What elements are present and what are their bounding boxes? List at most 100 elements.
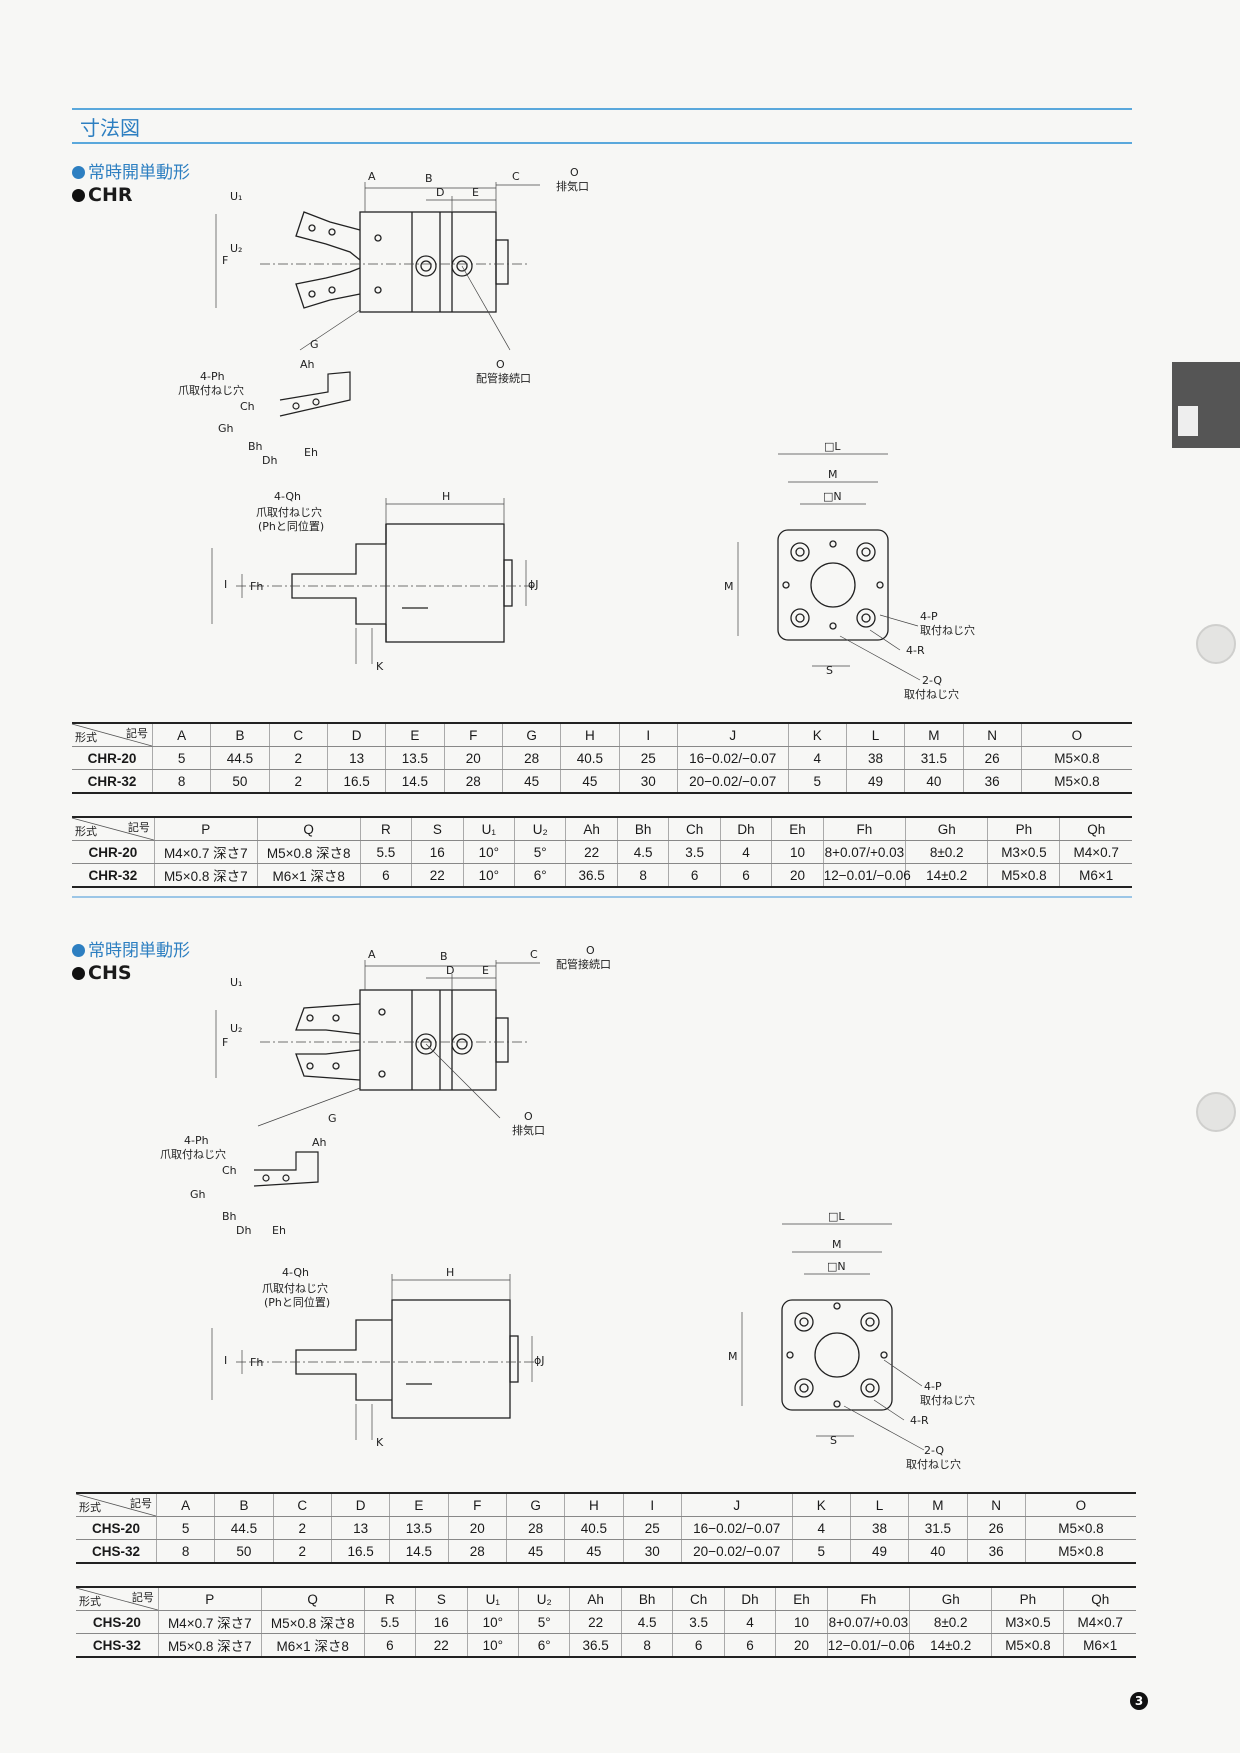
callout-qh-label: 4-Qh — [282, 1266, 309, 1279]
cell: 5 — [787, 769, 847, 794]
callout-q-label: 2-Q — [922, 674, 942, 687]
table-row: CHR-32 8 50 2 16.5 14.5 28 45 45 30 20−0… — [72, 769, 1132, 794]
dim-label-m-side: M — [724, 580, 734, 593]
table-corner: 記号 形式 — [71, 722, 153, 747]
cell: 16−0.02/−0.07 — [680, 1516, 793, 1540]
row-model: CHR-20 — [72, 840, 155, 864]
dim-label-b: B — [425, 172, 433, 185]
cell: 8 — [155, 1539, 215, 1564]
cell: 10° — [462, 863, 515, 888]
dim-label-l: □L — [828, 1210, 845, 1223]
col-a: A — [155, 1492, 215, 1517]
col-d: D — [326, 722, 386, 747]
binder-hole-bottom — [1196, 1092, 1236, 1132]
cell: 38 — [845, 746, 905, 770]
col-s: S — [411, 816, 464, 841]
corner-model: 形式 — [79, 1502, 101, 1514]
chs-side-drawing: A B D E C O 配管接続口 F U₁ U₂ G O 排気口 Ah 4-P… — [160, 944, 611, 1237]
cell: 16.5 — [330, 1539, 390, 1564]
dim-label-k: K — [376, 660, 384, 673]
bullet-blue — [72, 166, 85, 179]
col-p: P — [157, 1586, 262, 1611]
cell: 3.5 — [668, 840, 721, 864]
col-g: G — [505, 1492, 565, 1517]
col-qh: Qh — [1063, 1586, 1136, 1611]
col-gh: Gh — [905, 816, 988, 841]
dim-label-h: H — [442, 490, 450, 503]
cell: 10 — [771, 840, 824, 864]
col-b: B — [214, 1492, 274, 1517]
cell: 6 — [359, 863, 412, 888]
callout-ph-label: 4-Ph — [184, 1134, 209, 1147]
page-number: 3 — [1130, 1692, 1148, 1710]
col-ah: Ah — [565, 816, 618, 841]
dim-label-f: F — [222, 254, 228, 267]
cell: 8±0.2 — [909, 1610, 992, 1634]
dim-label-ah: Ah — [300, 358, 315, 371]
callout-r-label: 4-R — [906, 644, 925, 657]
dim-label-n: □N — [823, 490, 842, 503]
dim-label-dh: Dh — [236, 1224, 251, 1237]
col-c: C — [268, 722, 328, 747]
cell: 45 — [564, 1539, 624, 1564]
cell: 28 — [501, 746, 561, 770]
cell: 12−0.01/−0.06 — [822, 863, 911, 888]
cell: 20 — [771, 863, 824, 888]
cell: M3×0.5 — [987, 840, 1060, 864]
chr-side-drawing: A B D E C O 排気口 F U₁ U₂ G O 配管接続口 Ah 4-P… — [178, 166, 589, 467]
cell: 45 — [505, 1539, 565, 1564]
col-u2: U₂ — [513, 816, 566, 841]
cell: 13.5 — [385, 746, 445, 770]
cell: 6 — [723, 1633, 776, 1658]
cell: 16 — [415, 1610, 468, 1634]
col-f: F — [447, 1492, 507, 1517]
cell: 45 — [560, 769, 620, 794]
cell: 50 — [210, 769, 270, 794]
cell: 2 — [268, 746, 328, 770]
section-divider — [72, 896, 1132, 898]
col-eh: Eh — [771, 816, 824, 841]
col-e: E — [385, 722, 445, 747]
cell: 4 — [787, 746, 847, 770]
cell: 28 — [447, 1539, 507, 1564]
row-model: CHR-32 — [72, 863, 155, 888]
col-q: Q — [260, 1586, 365, 1611]
cell: 28 — [505, 1516, 565, 1540]
cell: 5 — [151, 746, 211, 770]
section2-subtitle: 常時閉単動形 — [72, 936, 190, 961]
corner-model: 形式 — [75, 732, 97, 744]
cell: 14.5 — [385, 769, 445, 794]
col-r: R — [363, 1586, 416, 1611]
col-e: E — [389, 1492, 449, 1517]
callout-pipe-port: 配管接続口 — [476, 371, 531, 385]
bullet-black — [72, 967, 85, 980]
cell: 38 — [849, 1516, 909, 1540]
cell: 10 — [775, 1610, 828, 1634]
cell: 22 — [565, 840, 618, 864]
corner-symbol: 記号 — [129, 1498, 152, 1510]
cell: 3.5 — [672, 1610, 725, 1634]
cell: M4×0.7 深さ7 — [157, 1610, 262, 1634]
table-corner: 記号 形式 — [71, 816, 155, 841]
cell: 30 — [622, 1539, 682, 1564]
table-corner: 記号 形式 — [75, 1586, 159, 1611]
col-ch: Ch — [672, 1586, 725, 1611]
callout-qh-note: (Phと同位置) — [264, 1295, 330, 1309]
cell: 25 — [618, 746, 678, 770]
col-u1: U₁ — [462, 816, 515, 841]
table-row: CHS-20 5 44.5 2 13 13.5 20 28 40.5 25 16… — [76, 1516, 1136, 1540]
cell: 40 — [908, 1539, 968, 1564]
table-header-row: 記号 形式 A B C D E F G H I J K L M N O — [71, 722, 1132, 747]
cell: 6° — [513, 863, 566, 888]
col-gh: Gh — [909, 1586, 992, 1611]
table-corner: 記号 形式 — [75, 1492, 157, 1517]
dim-label-a: A — [368, 170, 376, 183]
table-row: CHR-20 M4×0.7 深さ7 M5×0.8 深さ8 5.5 16 10° … — [72, 840, 1132, 864]
dim-label-i: I — [224, 578, 227, 591]
dim-label-d: D — [436, 186, 444, 199]
cell: 4 — [791, 1516, 851, 1540]
callout-q-label: 2-Q — [924, 1444, 944, 1457]
cell: 2 — [272, 1516, 332, 1540]
dim-label-e: E — [472, 186, 479, 199]
